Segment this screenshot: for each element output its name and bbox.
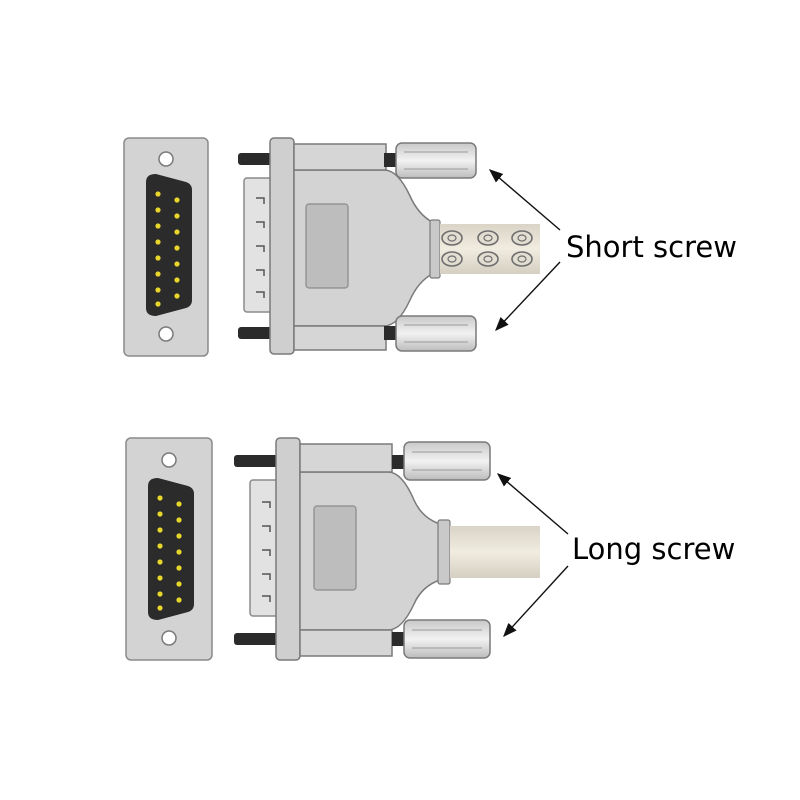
cable-icon xyxy=(450,526,540,578)
db15-female-port-icon xyxy=(125,437,213,661)
thumb-screw-icon xyxy=(384,142,477,352)
short-screw-label: Short screw xyxy=(566,230,737,264)
db15-male-plug-icon xyxy=(234,437,451,661)
db15-male-plug-icon xyxy=(238,137,441,355)
arrow-icon xyxy=(496,473,569,638)
cable-icon xyxy=(440,224,540,274)
thumb-screw-icon xyxy=(392,441,491,659)
long-screw-assembly xyxy=(125,437,569,661)
db15-female-port-icon xyxy=(123,137,209,357)
arrow-icon xyxy=(488,169,561,332)
short-screw-assembly xyxy=(123,137,561,357)
long-screw-label: Long screw xyxy=(572,532,736,566)
